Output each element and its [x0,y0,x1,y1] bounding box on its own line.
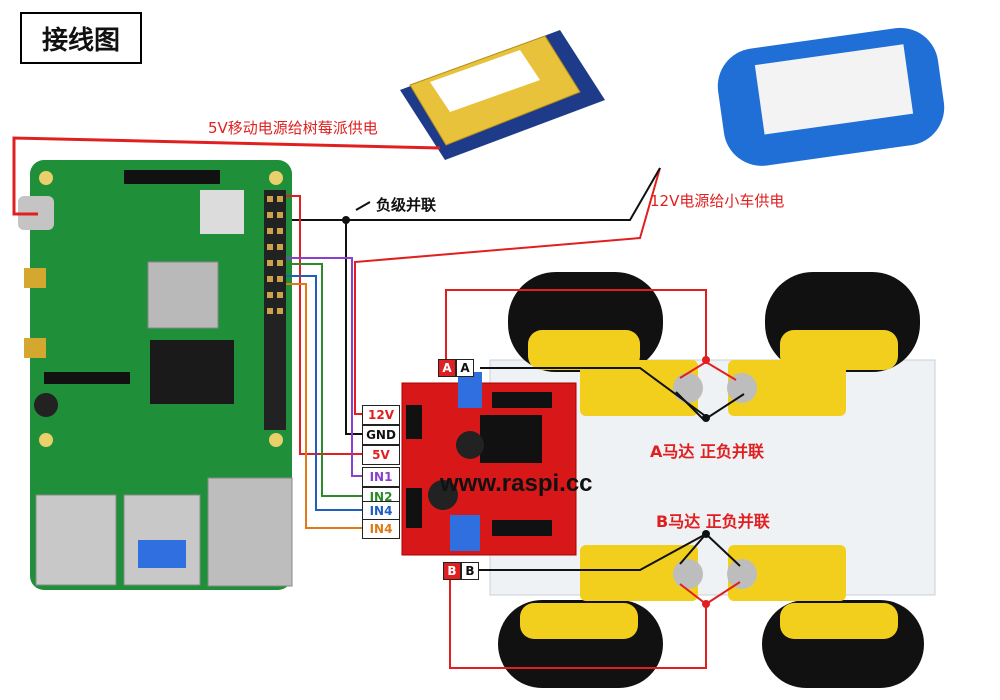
terminal-a-red: A [438,359,456,377]
terminal-b-red: B [443,562,461,580]
pin-label-in4-blue: IN4 [362,501,400,521]
car-power-caption: 12V电源给小车供电 [650,192,785,210]
power-bank-hat [400,30,605,160]
pin-label-12v: 12V [362,405,400,425]
motor-a-caption: A马达 正负并联 [650,442,764,461]
terminal-a-white: A [456,359,474,377]
diagram-title: 接线图 [20,12,142,64]
motor-driver-board [401,372,577,556]
terminal-b-white: B [461,562,479,580]
pi-power-caption: 5V移动电源给树莓派供电 [208,119,378,137]
pin-label-5v: 5V [362,445,400,465]
raspberry-pi-board [18,160,293,590]
motor-b-caption: B马达 正负并联 [656,512,770,531]
ground-parallel-caption: 负级并联 [376,196,437,214]
pin-label-gnd: GND [362,425,400,445]
car-chassis [489,272,936,688]
watermark-text: www.raspi.cc [440,470,593,497]
pin-label-in1: IN1 [362,467,400,487]
battery-pack [717,27,945,166]
pin-label-in4-orange: IN4 [362,519,400,539]
